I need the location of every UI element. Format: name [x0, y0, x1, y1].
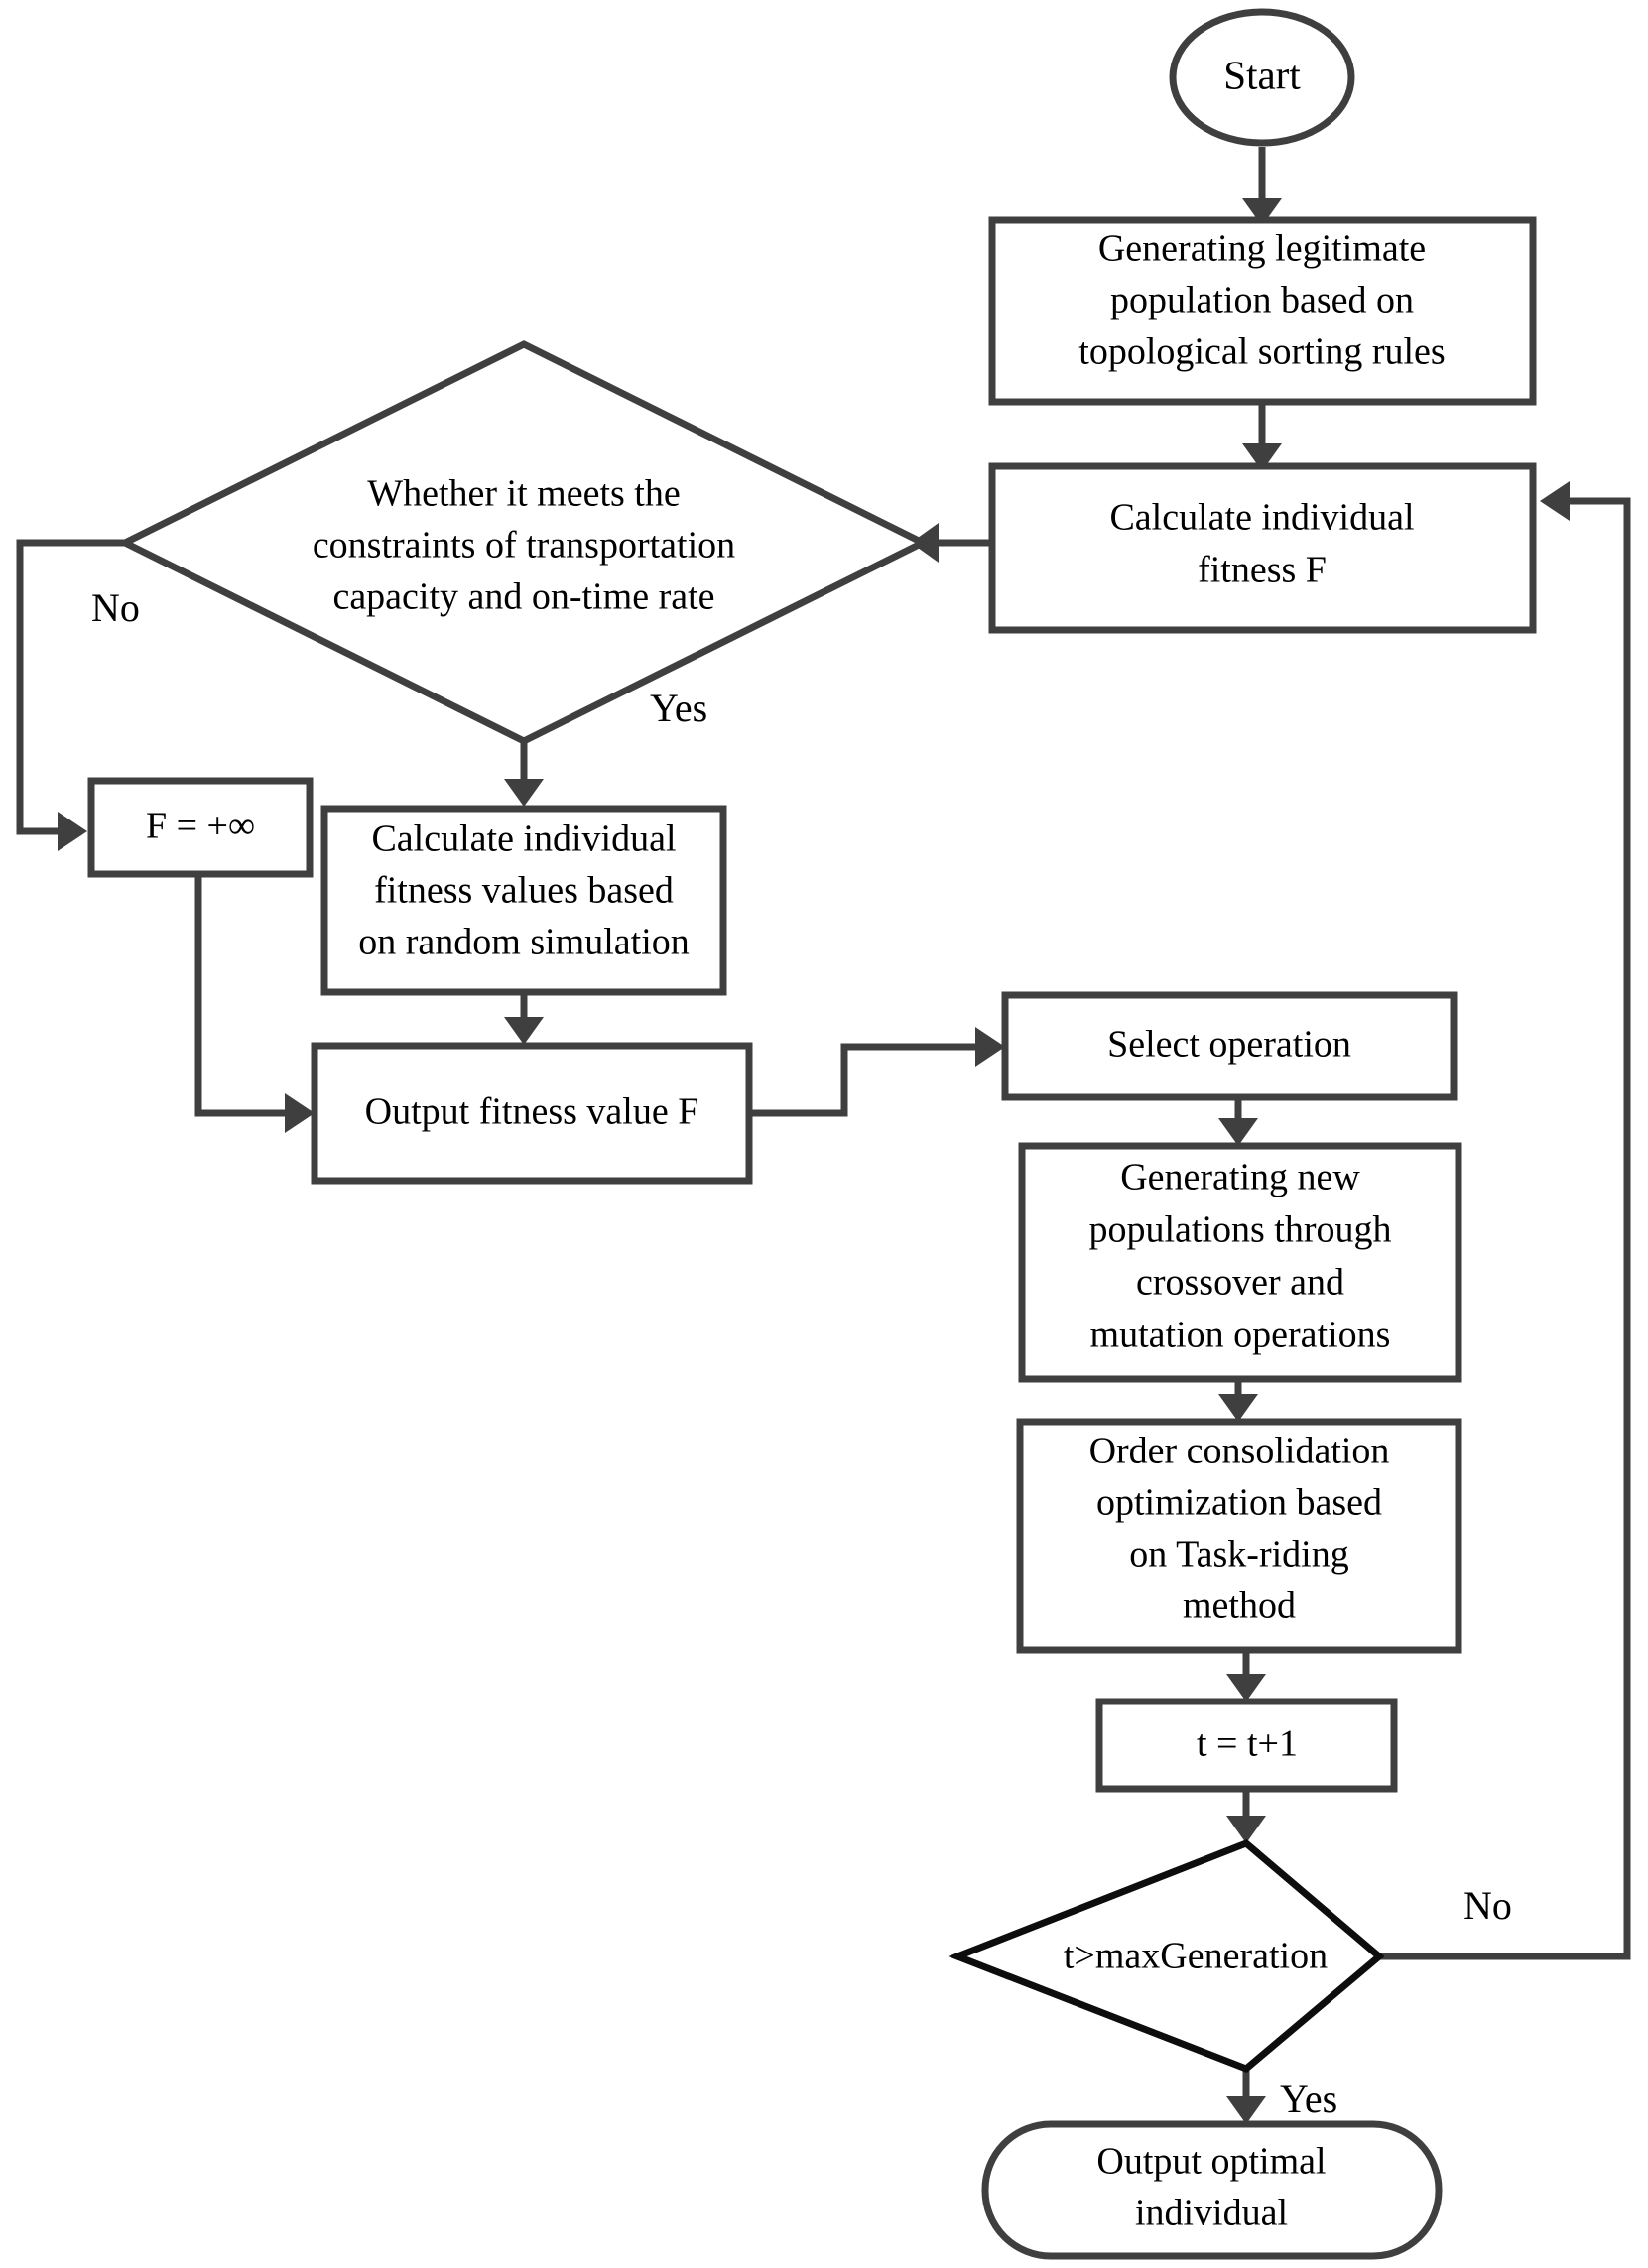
edge-increment-t-to-max-gen-decision: [1226, 1789, 1266, 1843]
node-generate-population-line-2: population based on: [1110, 280, 1414, 321]
node-order-consolidation-line-3: on Task-riding: [1129, 1534, 1348, 1575]
node-order-consolidation-line-2: optimization based: [1096, 1482, 1382, 1524]
node-calc-fitness[interactable]: Calculate individual fitness F: [988, 462, 1537, 634]
node-calc-fitness-sim-line-3: on random simulation: [358, 922, 690, 963]
node-generate-new-pop-line-3: crossover and: [1136, 1262, 1344, 1304]
node-order-consolidation-line-1: Order consolidation: [1089, 1431, 1390, 1472]
edge-label-constraint-yes: Yes: [650, 686, 707, 730]
node-order-consolidation[interactable]: Order consolidation optimization based o…: [1016, 1418, 1462, 1654]
edge-select-operation-to-generate-new-pop: [1218, 1097, 1258, 1146]
node-constraint-decision-line-2: constraints of transportation: [313, 525, 735, 567]
node-output-optimal-line-2: individual: [1135, 2193, 1288, 2234]
node-output-optimal-line-1: Output optimal: [1096, 2141, 1326, 2183]
node-increment-t[interactable]: t = t+1: [1095, 1698, 1398, 1793]
node-select-operation[interactable]: Select operation: [1001, 991, 1458, 1101]
edge-constraint-yes-to-calc-fitness-sim: [504, 734, 544, 807]
edge-label-maxgen-no: No: [1463, 1883, 1512, 1928]
node-output-fitness[interactable]: Output fitness value F: [311, 1042, 753, 1185]
node-generate-population-line-3: topological sorting rules: [1078, 331, 1445, 373]
node-calc-fitness-line-2: fitness F: [1198, 550, 1327, 591]
node-order-consolidation-line-4: method: [1183, 1585, 1296, 1627]
node-increment-t-label: t = t+1: [1197, 1723, 1298, 1765]
node-generate-new-pop-line-2: populations through: [1088, 1209, 1391, 1251]
edge-f-infinity-to-output-fitness: [194, 874, 315, 1133]
edge-max-gen-yes-to-output-optimal: [1226, 2069, 1266, 2124]
node-max-gen-decision[interactable]: t>maxGeneration: [948, 1838, 1385, 2074]
edge-max-gen-no-to-calc-fitness: [1379, 481, 1631, 1960]
node-select-operation-label: Select operation: [1107, 1024, 1351, 1066]
edge-label-maxgen-yes: Yes: [1280, 2077, 1337, 2121]
node-constraint-decision-line-1: Whether it meets the: [367, 473, 681, 515]
node-calc-fitness-sim-line-1: Calculate individual: [371, 819, 676, 860]
edge-order-consolidation-to-increment-t: [1226, 1650, 1266, 1701]
node-constraint-decision[interactable]: Whether it meets the constraints of tran…: [117, 340, 931, 745]
edge-generate-new-pop-to-order-consolidation: [1218, 1379, 1258, 1422]
edge-calc-fitness-sim-to-output-fitness: [504, 992, 544, 1045]
edge-start-to-generate-population: [1242, 147, 1282, 226]
node-f-infinity[interactable]: F = +∞: [87, 777, 314, 878]
node-start[interactable]: Start: [1169, 8, 1355, 147]
node-calc-fitness-sim-line-2: fitness values based: [374, 870, 674, 912]
node-calc-fitness-line-1: Calculate individual: [1109, 497, 1414, 539]
node-generate-new-pop-line-4: mutation operations: [1090, 1315, 1391, 1356]
edge-constraint-no-to-f-infinity: [16, 539, 129, 851]
node-generate-population[interactable]: Generating legitimate population based o…: [988, 216, 1537, 406]
node-generate-new-pop[interactable]: Generating new populations through cross…: [1018, 1142, 1462, 1383]
node-calc-fitness-sim[interactable]: Calculate individual fitness values base…: [320, 805, 727, 996]
node-generate-population-line-1: Generating legitimate: [1098, 228, 1426, 270]
node-constraint-decision-line-3: capacity and on-time rate: [332, 576, 714, 618]
edge-output-fitness-to-select-operation: [749, 1027, 1005, 1117]
edge-label-constraint-no: No: [91, 585, 140, 630]
node-f-infinity-label: F = +∞: [146, 806, 255, 847]
edge-generate-population-to-calc-fitness: [1242, 402, 1282, 471]
node-max-gen-decision-label: t>maxGeneration: [1064, 1936, 1328, 1977]
node-start-label: Start: [1223, 52, 1301, 97]
node-output-fitness-label: Output fitness value F: [365, 1091, 699, 1133]
node-output-optimal[interactable]: Output optimal individual: [981, 2120, 1443, 2260]
node-generate-new-pop-line-1: Generating new: [1120, 1157, 1360, 1198]
